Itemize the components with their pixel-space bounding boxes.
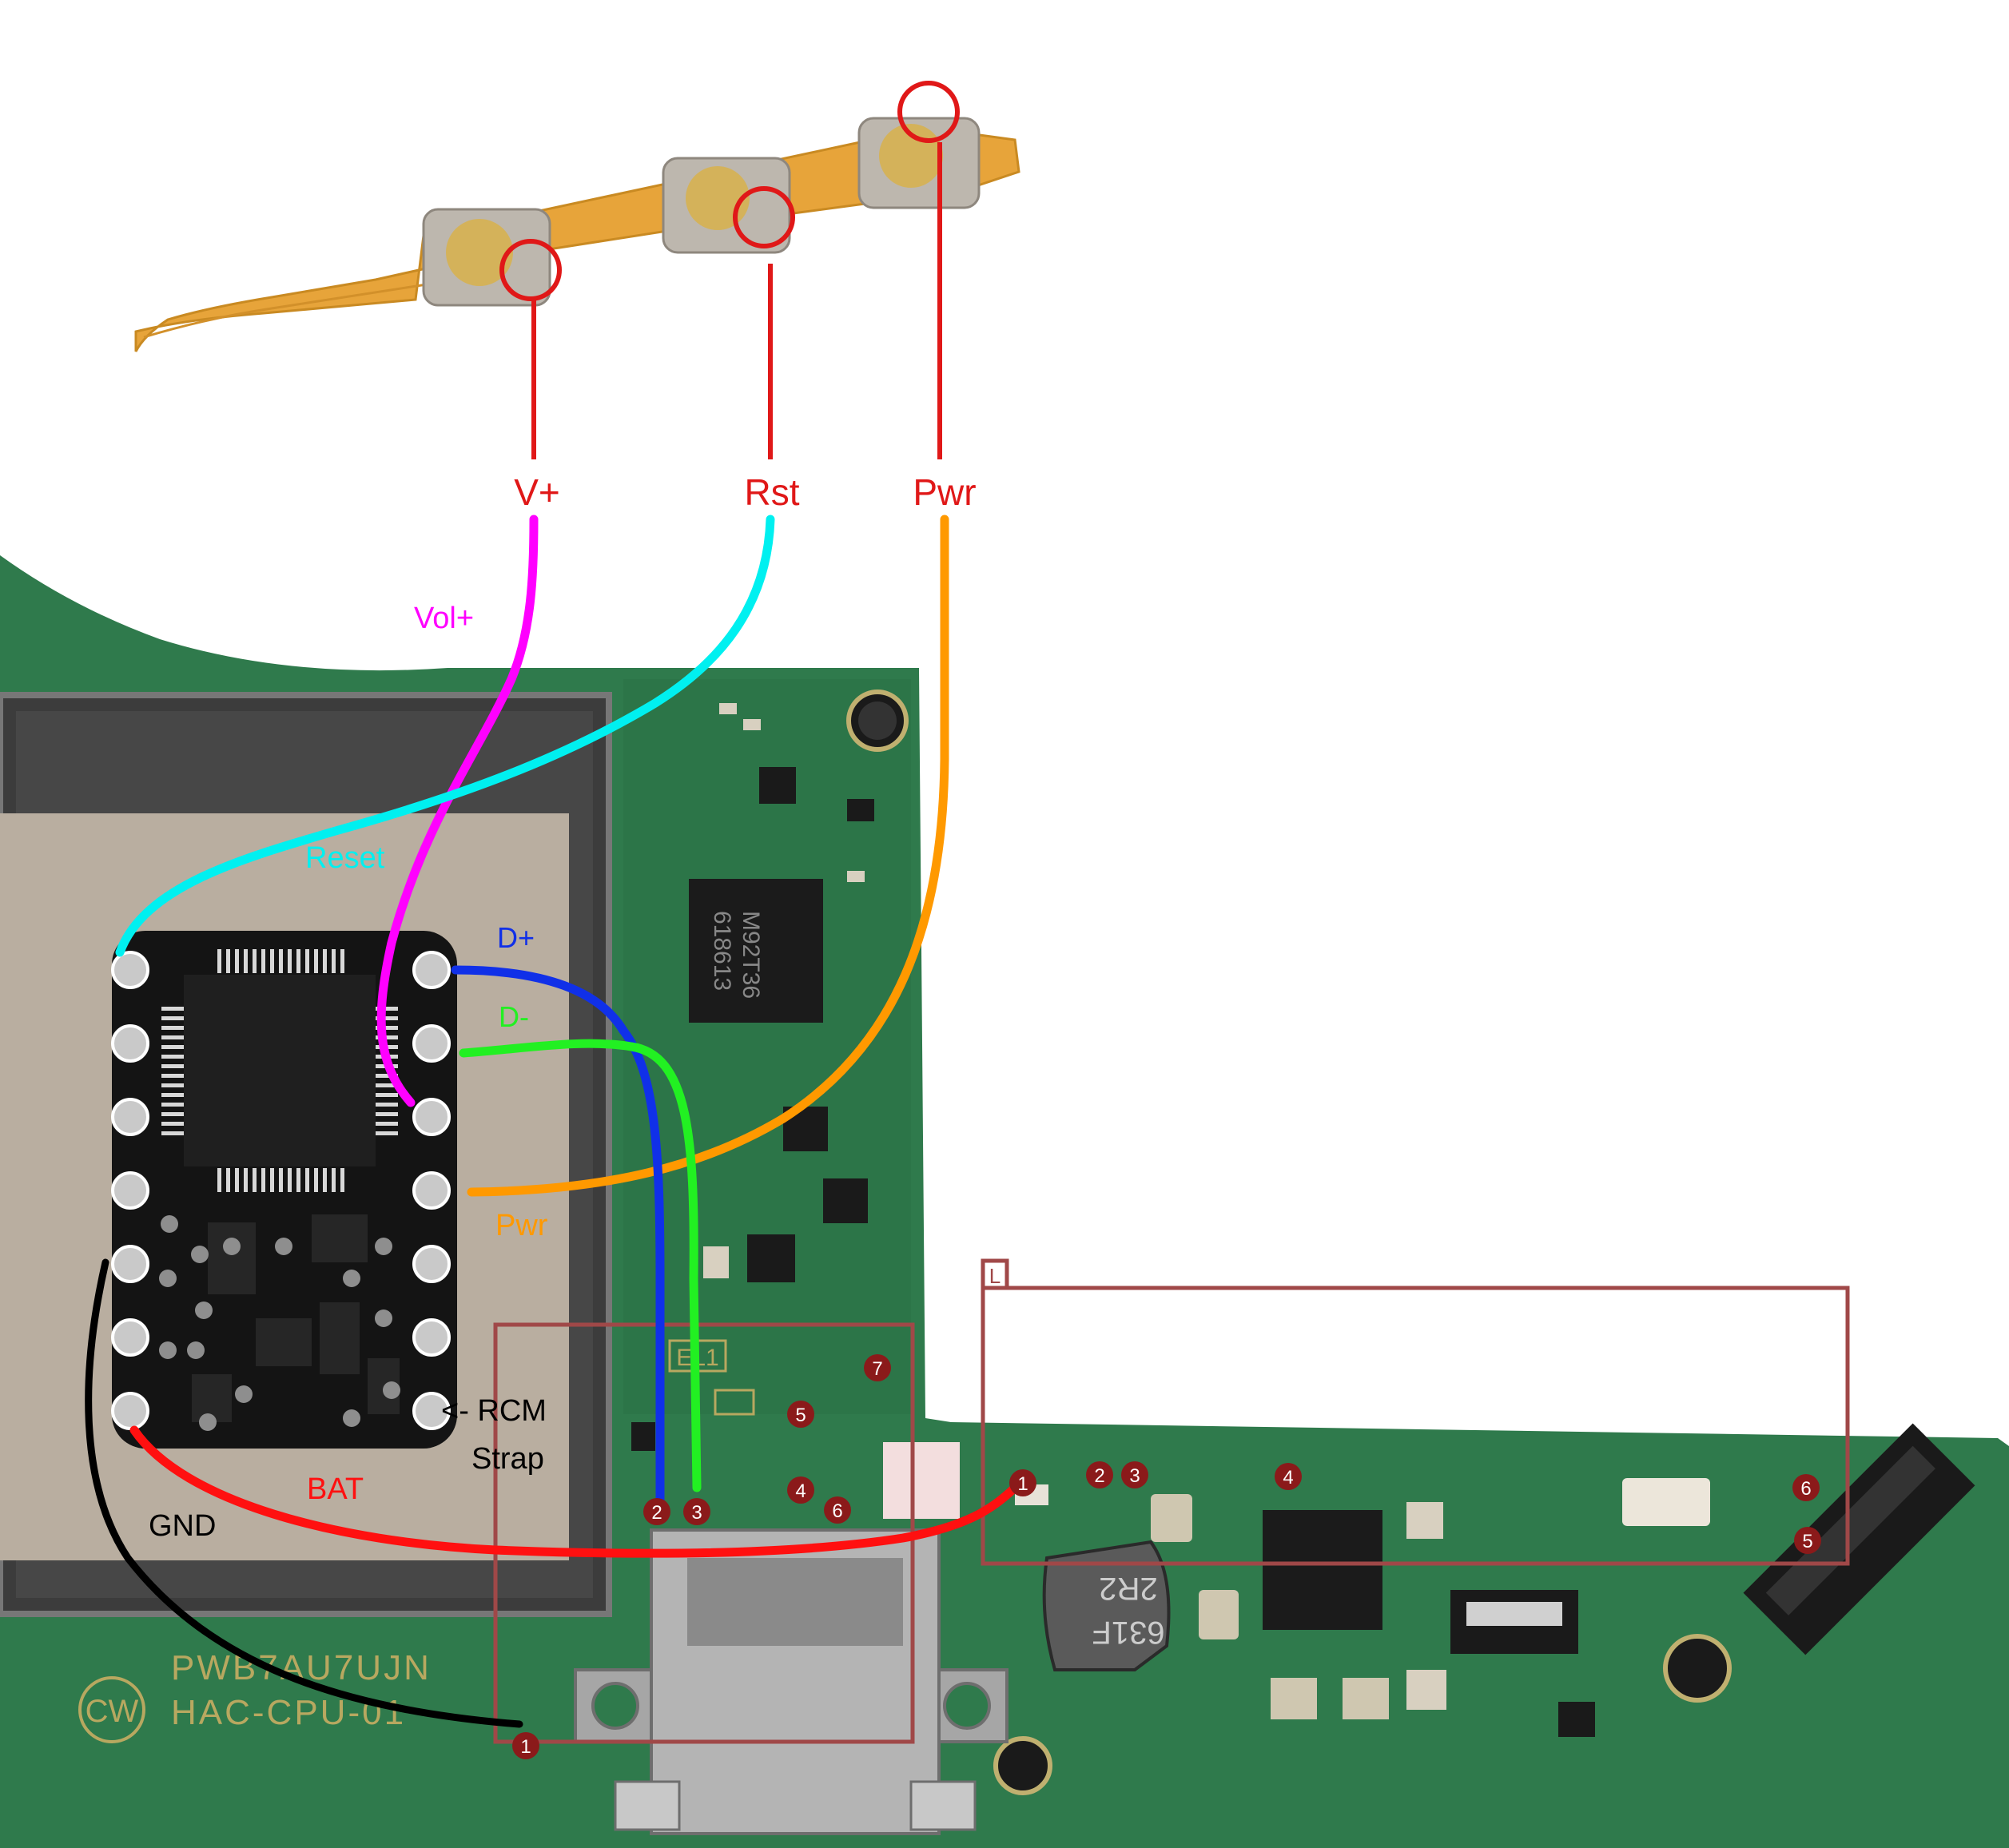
pad-marker-number: 5 — [795, 1405, 806, 1426]
usb-pd-controller-chip: M92T36 618613 — [689, 879, 823, 1023]
label-dminus: D- — [499, 1000, 529, 1033]
label-vol: Vol+ — [414, 602, 474, 635]
label-pwr: Pwr — [913, 471, 976, 513]
label-reset: Reset — [305, 841, 385, 875]
pad-marker-number: 6 — [832, 1500, 842, 1522]
pad-marker-number: 4 — [795, 1480, 806, 1502]
modchip-pad-left — [111, 1245, 149, 1283]
vol-callout — [499, 239, 562, 459]
pad-marker: 3 — [1121, 1461, 1148, 1488]
pad-marker: 2 — [1086, 1461, 1113, 1488]
pink-sticker — [883, 1442, 960, 1519]
label-bat: BAT — [307, 1472, 364, 1506]
modchip-pad-left — [111, 1318, 149, 1357]
pad-marker: 1 — [512, 1732, 539, 1759]
pad-marker: 5 — [1794, 1527, 1821, 1554]
label-gnd: GND — [149, 1509, 216, 1543]
pad-marker-number: 4 — [1283, 1467, 1293, 1488]
highlight-box-right — [981, 1286, 1850, 1566]
cw-logo-text: CW — [86, 1694, 139, 1729]
pad-marker: 4 — [787, 1476, 814, 1504]
pad-marker-number: 6 — [1800, 1478, 1811, 1500]
power-callout — [897, 81, 960, 459]
pad-marker: 4 — [1275, 1463, 1302, 1490]
reset-callout — [733, 186, 795, 459]
modchip-pad-left — [111, 1024, 149, 1063]
cw-logo: CW — [78, 1676, 145, 1743]
pad-marker-number: 1 — [520, 1736, 531, 1758]
label-dplus: D+ — [497, 921, 535, 954]
modchip-pad-right — [412, 1245, 451, 1283]
pad-marker: 1 — [1009, 1469, 1036, 1496]
pad-marker: 3 — [683, 1498, 710, 1525]
usb-c-port — [574, 1528, 1008, 1835]
button-flex-cable — [134, 117, 1020, 352]
wire-reset — [115, 515, 775, 957]
label-rcm-line2: Strap — [471, 1442, 544, 1476]
modchip-pad-right — [412, 1171, 451, 1210]
pad-marker: 6 — [824, 1496, 851, 1524]
chip-marking-1: M92T36 — [738, 911, 764, 999]
pad-marker: 2 — [643, 1498, 670, 1525]
wire-gnd — [85, 1258, 523, 1728]
modchip-board — [112, 931, 457, 1449]
pad-marker-number: 2 — [651, 1502, 662, 1524]
battery-connector — [1743, 1423, 1975, 1655]
modchip-pad-right — [412, 1098, 451, 1136]
label-rst: Rst — [745, 471, 800, 513]
modchip-pad-right — [412, 951, 451, 989]
wire-dminus — [459, 1039, 702, 1492]
pad-marker: 6 — [1792, 1474, 1820, 1501]
chip-marking-2: 618613 — [709, 911, 735, 991]
label-pwr-wire: Pwr — [495, 1209, 548, 1242]
inductor-marking-2: 631F — [1092, 1615, 1164, 1650]
modchip-pad-left — [111, 1098, 149, 1136]
label-vplus: V+ — [514, 471, 560, 513]
tactile-button-reset — [662, 157, 791, 254]
modchip-pad-left — [111, 1392, 149, 1430]
label-rcm-line1: <- RCM — [441, 1394, 547, 1428]
pad-marker-number: 3 — [1129, 1465, 1140, 1487]
pad-marker: 7 — [864, 1354, 891, 1381]
modchip-pads-right — [412, 951, 451, 1430]
wire-bat — [129, 1425, 1020, 1558]
white-connector — [1622, 1478, 1710, 1526]
pad-markers: 1 2 3 4 5 6 7 2 3 4 5 6 1 — [512, 1354, 1821, 1759]
pad-marker-number: 2 — [1094, 1465, 1104, 1487]
modchip-pad-left — [111, 951, 149, 989]
modchip-pads-left — [111, 951, 149, 1430]
charger-ic — [1263, 1510, 1382, 1630]
wire-pwr — [467, 515, 949, 1197]
modchip-pad-left — [111, 1171, 149, 1210]
highlight-box-tab: L — [981, 1258, 1009, 1290]
wire-dplus — [451, 965, 665, 1511]
pad-marker-number: 7 — [872, 1358, 882, 1380]
modchip-pad-right — [412, 1318, 451, 1357]
modchip-pad-right — [412, 1392, 451, 1430]
modchip-pad-right — [412, 1024, 451, 1063]
pad-marker-number: 5 — [1802, 1531, 1812, 1552]
pad-marker: 5 — [787, 1401, 814, 1428]
tactile-button-power — [857, 117, 981, 209]
tactile-button-vol — [422, 208, 551, 307]
highlight-box-label: L — [989, 1264, 1001, 1288]
inductor: 2R2 631F — [1042, 1540, 1171, 1671]
inductor-marking-1: 2R2 — [1099, 1571, 1157, 1606]
pad-marker-number: 3 — [691, 1502, 702, 1524]
pad-marker-number: 1 — [1017, 1473, 1028, 1495]
